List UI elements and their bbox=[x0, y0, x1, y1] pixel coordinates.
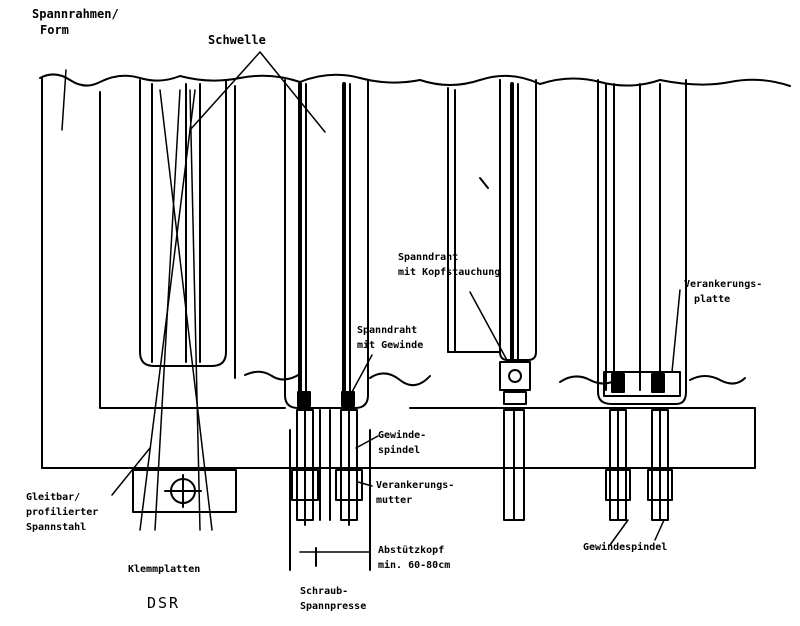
label-klemmplatten: Klemmplatten bbox=[128, 564, 201, 575]
label-spanndraht-gewinde-line2: mit Gewinde bbox=[357, 340, 424, 351]
label-verankerungsplatte-line2: platte bbox=[694, 294, 731, 305]
label-gleitbar-line1: Gleitbar/ bbox=[26, 492, 81, 503]
sleeper-4-spindles bbox=[605, 409, 673, 521]
label-gewindespindel-right: Gewindespindel bbox=[583, 542, 668, 553]
label-abstuetzkopf: Abstützkopf min. 60-80cm bbox=[378, 543, 450, 573]
tick-mark bbox=[479, 177, 489, 189]
mid-break-line-1 bbox=[244, 370, 301, 381]
label-spanndraht-kopf: Spanndraht mit Kopfstauchung bbox=[398, 250, 500, 280]
label-verankerungsplatte: Verankerungs- platte bbox=[684, 277, 762, 307]
sleeper-1 bbox=[139, 79, 227, 367]
label-spannrahmen: Spannrahmen/ Form bbox=[32, 6, 119, 38]
frame-step-line bbox=[99, 91, 286, 409]
mid-break-line-4 bbox=[689, 375, 746, 385]
label-verankerungsplatte-line1: Verankerungs- bbox=[684, 279, 763, 290]
label-abstuetzkopf-line1: Abstützkopf bbox=[378, 545, 445, 556]
label-gleitbar-line2: profilierter bbox=[26, 507, 99, 518]
label-verankerungsmutter: Verankerungs- mutter bbox=[376, 478, 454, 508]
sleeper-2 bbox=[284, 79, 369, 409]
label-spannrahmen-line2: Form bbox=[40, 23, 69, 37]
label-gleitbar-line3: Spannstahl bbox=[26, 522, 87, 533]
label-schwelle: Schwelle bbox=[208, 33, 266, 47]
label-spannrahmen-line1: Spannrahmen/ bbox=[32, 7, 119, 21]
support-head-lines bbox=[289, 429, 371, 571]
caption-dsr: DSR bbox=[147, 594, 181, 612]
frame-top-break-line bbox=[39, 73, 791, 87]
screw-press-spindles bbox=[291, 409, 363, 526]
label-abstuetzkopf-line2: min. 60-80cm bbox=[378, 560, 451, 571]
label-schraub-spannpresse: Schraub- Spannpresse bbox=[300, 584, 366, 614]
crossed-strands bbox=[139, 89, 213, 531]
label-verankerungsmutter-line1: Verankerungs- bbox=[376, 480, 455, 491]
label-gewindespindel: Gewinde- spindel bbox=[378, 428, 426, 458]
label-gleitbar: Gleitbar/ profilierter Spannstahl bbox=[26, 490, 98, 535]
mid-break-line-2 bbox=[369, 372, 431, 387]
clamp-plate-block bbox=[132, 469, 237, 513]
sleeper-3 bbox=[447, 79, 537, 521]
sleeper-4 bbox=[597, 79, 687, 405]
label-spanndraht-kopf-line2: mit Kopfstauchung bbox=[398, 267, 501, 278]
leader-lines bbox=[61, 51, 681, 546]
label-schraub-line2: Spannpresse bbox=[300, 601, 367, 612]
label-spanndraht-gewinde: Spanndraht mit Gewinde bbox=[357, 323, 423, 353]
label-gewindespindel-line1: Gewinde- bbox=[378, 430, 427, 441]
label-schraub-line1: Schraub- bbox=[300, 586, 349, 597]
label-spanndraht-gewinde-line1: Spanndraht bbox=[357, 325, 418, 336]
label-verankerungsmutter-line2: mutter bbox=[376, 495, 413, 506]
label-gewindespindel-line2: spindel bbox=[378, 445, 421, 456]
label-spanndraht-kopf-line1: Spanndraht bbox=[398, 252, 459, 263]
